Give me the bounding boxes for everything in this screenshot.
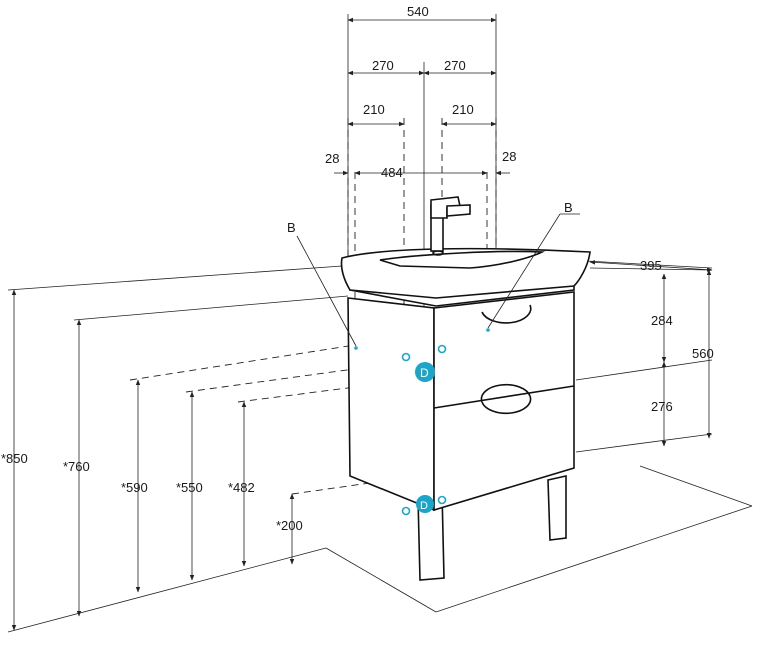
upper-drawer-handle	[481, 304, 532, 324]
dim-height-760: *760	[63, 459, 90, 474]
top-dimensions: 540 270 270 210 210 28 484 28	[325, 4, 516, 180]
dim-upper-drawer: 284	[651, 313, 673, 328]
washbasin	[340, 247, 591, 299]
front-right-leg	[547, 475, 567, 541]
dim-half-left: 270	[372, 58, 394, 73]
mounting-markers	[354, 328, 490, 516]
faucet-icon	[430, 196, 471, 252]
dim-inner-right: 210	[452, 102, 474, 117]
right-dimensions: 395 284 276 560	[589, 258, 714, 447]
room-outline	[7, 265, 753, 633]
callout-b-right: B	[564, 200, 573, 215]
drawer-divider	[433, 385, 575, 409]
marker-c-3	[401, 506, 411, 516]
dim-height-550: *550	[176, 480, 203, 495]
height-dimensions: *850 *760 *590 *550 *482 *200	[1, 289, 303, 631]
callout-d-lower: D	[420, 500, 428, 512]
marker-c-4	[437, 495, 447, 505]
side-panel	[347, 297, 435, 512]
marker-c-2	[437, 344, 447, 354]
callouts: B B	[287, 200, 580, 347]
marker-c-1	[401, 352, 411, 362]
dim-total-width: 540	[407, 4, 429, 19]
marker-d-lower	[416, 495, 434, 513]
lower-drawer-handle-top	[480, 383, 531, 403]
dim-depth: 395	[640, 258, 662, 273]
lower-drawer-handle-bottom	[481, 395, 532, 415]
dim-height-850: *850	[1, 451, 28, 466]
marker-letters: D D	[420, 366, 429, 512]
dim-height-482: *482	[228, 480, 255, 495]
dim-side-left: 28	[325, 151, 339, 166]
vanity-cabinet	[347, 279, 575, 581]
marker-d-upper	[415, 362, 435, 382]
dim-inner-left: 210	[363, 102, 385, 117]
dim-body-height: 560	[692, 346, 714, 361]
dim-lower-drawer: 276	[651, 399, 673, 414]
dim-basin-inner: 484	[381, 165, 403, 180]
callout-b-left: B	[287, 220, 296, 235]
front-panel	[433, 291, 575, 512]
dim-height-200: *200	[276, 518, 303, 533]
dim-half-right: 270	[444, 58, 466, 73]
dim-height-590: *590	[121, 480, 148, 495]
dim-side-right: 28	[502, 149, 516, 164]
callout-d-upper: D	[420, 366, 429, 380]
